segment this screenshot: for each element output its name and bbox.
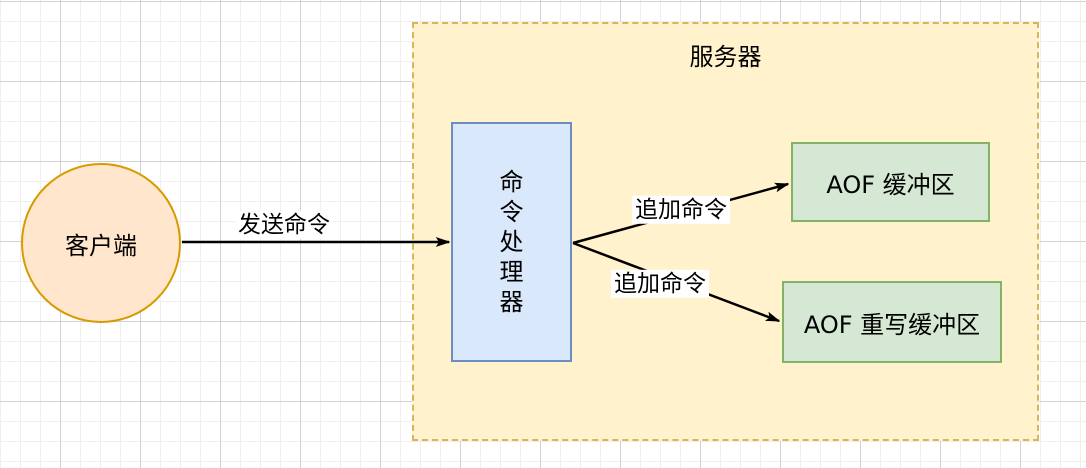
edge-label-send-command: 发送命令	[235, 210, 333, 240]
edge-label-append-command-lower: 追加命令	[611, 269, 709, 299]
client-node[interactable]: 客户端	[21, 163, 181, 323]
aof-rewrite-buffer-label: AOF 重写缓冲区	[803, 310, 981, 339]
aof-buffer-node[interactable]: AOF 缓冲区	[791, 142, 990, 222]
aof-rewrite-buffer-node[interactable]: AOF 重写缓冲区	[782, 281, 1002, 363]
edge-label-append-command-upper: 追加命令	[632, 195, 730, 225]
client-label: 客户端	[65, 231, 137, 260]
command-processor-label: 命 令 处 理 器	[499, 168, 524, 316]
aof-buffer-label: AOF 缓冲区	[826, 170, 955, 199]
server-label: 服务器	[689, 43, 762, 71]
command-processor-node[interactable]: 命 令 处 理 器	[451, 122, 572, 362]
